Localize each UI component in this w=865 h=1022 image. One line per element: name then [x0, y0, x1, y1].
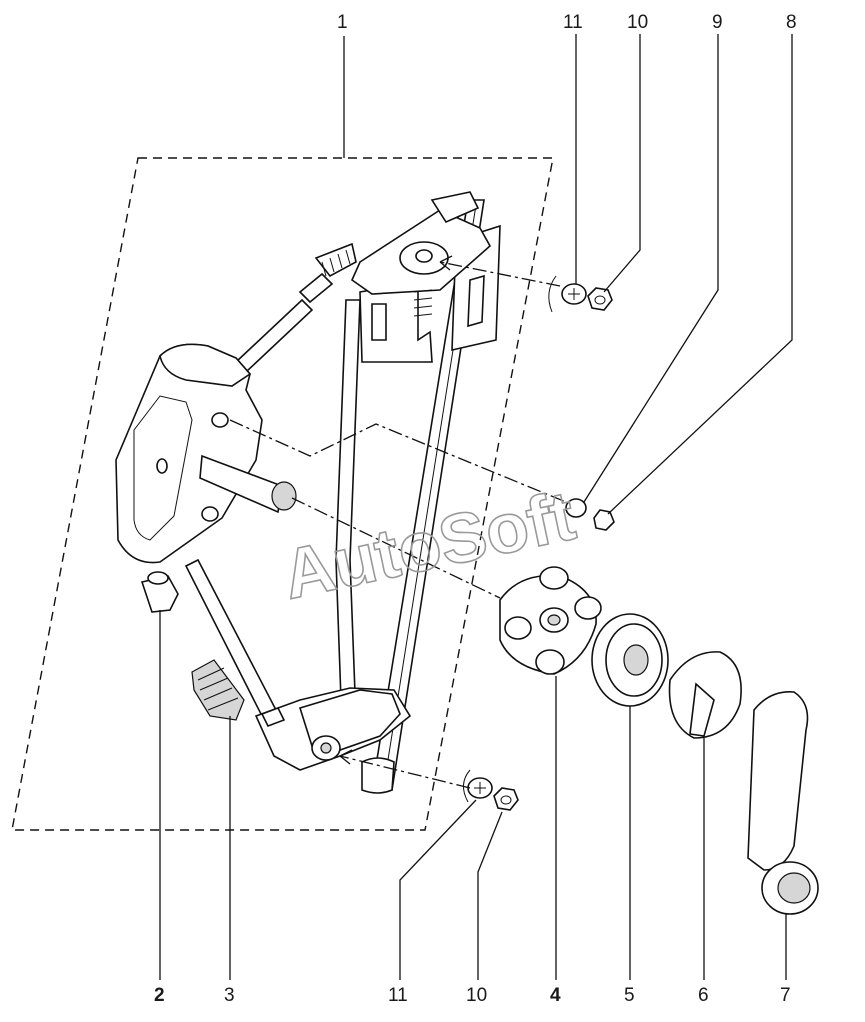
leader-lines: [159, 34, 793, 980]
callout-label-9: 9: [712, 12, 723, 33]
callout-label-10-top: 10: [627, 12, 648, 33]
callout-label-8: 8: [786, 12, 797, 33]
assembly-boundary: [11, 157, 554, 831]
drive-cable: [335, 299, 361, 730]
plug-part-2: [140, 571, 179, 613]
ring-washer-part-5: [591, 613, 669, 707]
damper-part-3: [191, 659, 245, 721]
callout-label-11-bottom: 11: [388, 985, 408, 1006]
callout-label-7: 7: [780, 985, 791, 1006]
crank-handle-part-7: [747, 691, 819, 915]
callout-label-5: 5: [624, 985, 635, 1006]
callout-label-2: 2: [154, 985, 165, 1006]
upper-washer-part-11: [561, 283, 587, 305]
nut-part-8: [593, 509, 615, 531]
upper-nut-part-10: [587, 287, 613, 311]
gearbox-housing: [115, 343, 297, 564]
lower-nut-part-10: [493, 787, 519, 811]
callout-label-1: 1: [337, 12, 348, 33]
callout-label-10-bottom: 10: [466, 985, 487, 1006]
callout-label-3: 3: [224, 985, 235, 1006]
drive-plate-part-4: [499, 566, 602, 675]
upper-slider-bracket: [351, 191, 501, 363]
callout-label-4: 4: [550, 985, 561, 1006]
callout-label-11-top: 11: [563, 12, 583, 33]
assembly-lines: [229, 255, 567, 803]
escutcheon-part-6: [668, 651, 742, 739]
lower-slider-bracket: [254, 687, 412, 771]
callout-label-6: 6: [698, 985, 709, 1006]
washer-part-9: [565, 498, 587, 518]
lower-washer-part-11: [467, 777, 493, 799]
upper-conduit: [234, 242, 357, 374]
